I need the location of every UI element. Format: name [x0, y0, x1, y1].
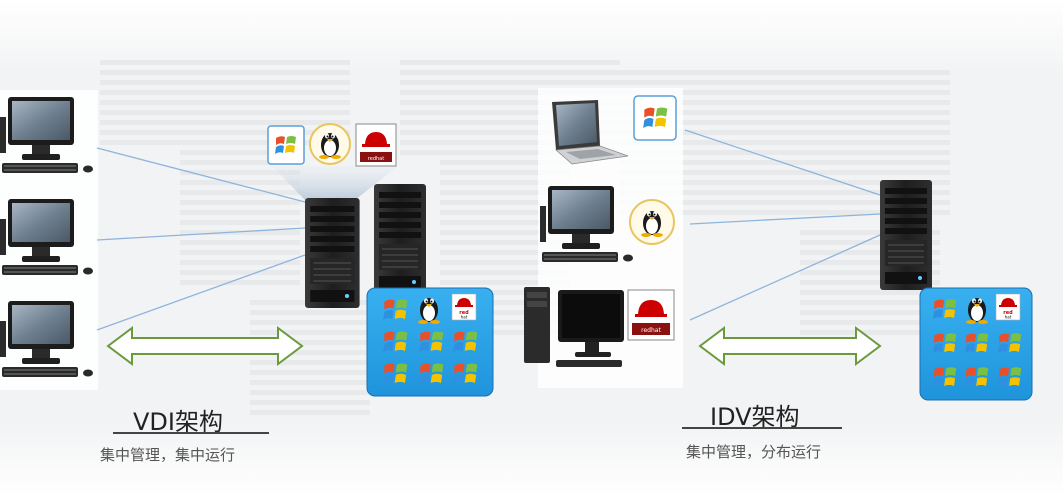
idv-windows-icon [633, 95, 677, 141]
idv-double-arrow [698, 326, 882, 366]
idv-linux-icon [629, 199, 675, 245]
idv-server [880, 180, 932, 290]
vdi-title-underline [113, 432, 269, 434]
idv-connection-lines [684, 129, 881, 321]
idv-redhat-icon: redhat [627, 289, 675, 341]
vdi-vm-panel [366, 287, 494, 397]
vdi-os-beam [272, 166, 398, 200]
vdi-windows-icon [267, 125, 305, 165]
vdi-server-2 [374, 184, 426, 294]
idv-redhat-label: redhat [641, 327, 661, 334]
idv-vm-panel [919, 287, 1033, 401]
vdi-redhat-label: redhat [368, 156, 384, 162]
idv-subtitle: 集中管理，分布运行 [686, 443, 822, 461]
vdi-linux-icon [309, 123, 351, 165]
vdi-double-arrow [106, 326, 304, 366]
idv-title: IDV架构 [710, 403, 800, 431]
world-map-background [100, 60, 950, 420]
idv-tower-pc [524, 287, 624, 367]
vdi-title: VDI架构 [133, 408, 223, 436]
vdi-server-1 [305, 198, 360, 308]
idv-laptop [552, 100, 629, 165]
idv-title-underline [682, 427, 842, 429]
vdi-redhat-icon: redhat [355, 123, 397, 167]
vdi-connection-lines [96, 147, 306, 331]
vdi-subtitle: 集中管理，集中运行 [100, 446, 236, 464]
